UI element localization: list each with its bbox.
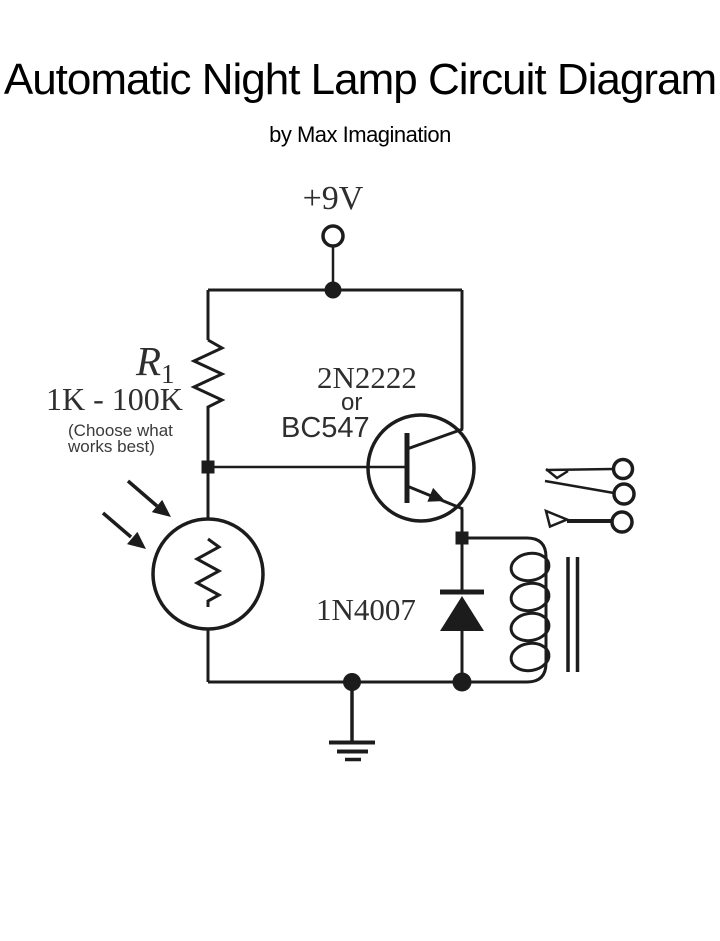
page-title: Automatic Night Lamp Circuit Diagram: [3, 55, 717, 104]
transistor-symbol: [366, 413, 476, 523]
resistor-note-line1: (Choose what: [68, 421, 173, 440]
supply-voltage-label: +9V: [302, 180, 364, 217]
relay-switch-symbol: [544, 457, 636, 534]
transistor-or-label: or: [341, 389, 363, 416]
page-subtitle: by Max Imagination: [269, 122, 451, 147]
transistor-part-option-2: BC547: [281, 412, 370, 444]
resistor-note-line2: works best): [68, 437, 155, 456]
relay-coil-symbol: [468, 536, 551, 684]
diode-part-label: 1N4007: [316, 592, 416, 627]
ldr-symbol: [151, 517, 265, 631]
resistor-letter: R: [136, 338, 162, 384]
resistor-name-label: R1: [136, 338, 175, 388]
resistor-subscript: 1: [161, 359, 175, 389]
armature-line: [544, 479, 615, 495]
junction-dots: [201, 281, 472, 692]
ground-symbol: [329, 682, 375, 762]
diode-symbol: [440, 538, 484, 682]
light-arrows-icon: [101, 479, 171, 549]
resistor-symbol: [190, 338, 226, 413]
nc-contact-icon: [545, 468, 569, 480]
transistor-part-option-1: 2N2222: [317, 360, 417, 395]
resistor-note: (Choose what works best): [68, 421, 173, 456]
resistor-range-label: 1K - 100K: [46, 381, 183, 417]
emitter-arrow-icon: [427, 487, 445, 502]
relay-core-lines: [566, 557, 580, 672]
power-terminal-icon: [321, 224, 345, 290]
no-contact-icon: [544, 508, 571, 529]
